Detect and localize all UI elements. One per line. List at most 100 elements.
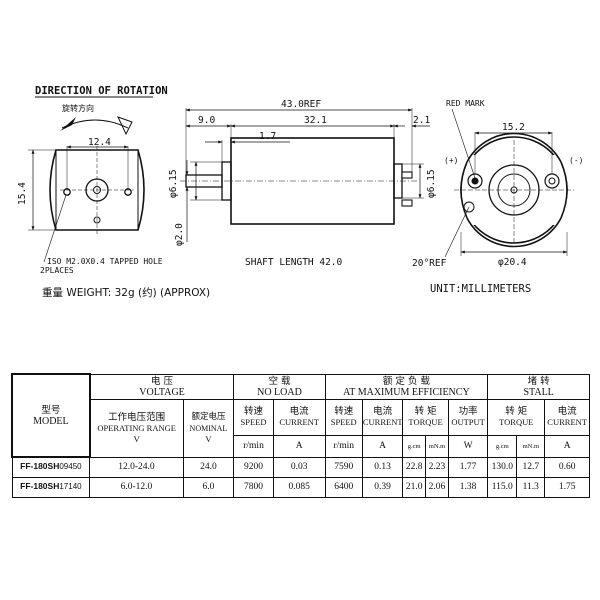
me-torque-mn-unit: mN.m <box>425 434 449 458</box>
terminal-dim: 2.1 <box>413 115 430 126</box>
me-speed-unit: r/min <box>324 434 363 458</box>
front-width-dim: 12.4 <box>88 137 111 148</box>
st-torque-mn-cell: 12.7 <box>516 456 546 478</box>
minus-label: (-) <box>569 156 583 165</box>
nl-current-header-cn: 电流 <box>289 406 309 417</box>
nl-current-header-en: CURRENT <box>279 417 319 427</box>
me-power-unit: W <box>447 434 489 458</box>
me-power-header-cn: 功率 <box>458 406 478 417</box>
nl-speed-header-cn: 转速 <box>244 406 264 417</box>
st-current-header: 电流 CURRENT <box>544 398 590 436</box>
st-current-header-en: CURRENT <box>547 417 587 427</box>
efficiency-header-cn: 额 定 负 载 <box>382 375 430 387</box>
voltage-header-en: VOLTAGE <box>139 386 185 398</box>
op-range-cell: 12.0-24.0 <box>89 456 184 478</box>
stall-header-cn: 堵 转 <box>527 375 550 387</box>
noload-header-en: NO LOAD <box>257 386 302 398</box>
st-torque-g-cell: 115.0 <box>487 476 518 498</box>
st-current-cell: 0.60 <box>544 456 590 478</box>
tapped-hole-note: ISO M2.0X0.4 TAPPED HOLE <box>47 257 163 266</box>
stall-header-en: STALL <box>523 386 554 398</box>
op-range-cell: 6.0-12.0 <box>89 476 184 498</box>
rear-diameter-dim: φ20.4 <box>498 257 527 268</box>
motor-drawing: DIRECTION OF ROTATION 旋转方向 12.4 15.4 ISO… <box>17 85 583 299</box>
me-speed-cell: 7590 <box>324 456 363 478</box>
model-cell: FF-180SH09450 <box>11 456 91 478</box>
efficiency-header: 额 定 负 载 AT MAXIMUM EFFICIENCY <box>324 373 489 400</box>
st-torque-g-cell: 130.0 <box>487 456 518 478</box>
st-current-cell: 1.75 <box>544 476 590 498</box>
me-speed-header-en: SPEED <box>330 417 357 427</box>
model-suffix: 17140 <box>59 482 82 491</box>
nl-current-cell: 0.03 <box>272 456 326 478</box>
st-torque-mn-cell: 11.3 <box>516 476 546 498</box>
nominal-header-en: NOMINAL <box>189 423 228 433</box>
nominal-header-cn: 额定电压 <box>191 411 226 422</box>
op-range-unit: V <box>133 433 140 444</box>
red-mark-label: RED MARK <box>446 99 485 108</box>
model-header-en: MODEL <box>33 415 69 427</box>
front-height-dim: 15.4 <box>17 182 28 205</box>
me-current-cell: 0.13 <box>361 456 404 478</box>
model-name: FF-180SH <box>20 481 60 491</box>
me-current-unit: A <box>361 434 404 458</box>
me-power-header: 功率 OUTPUT <box>447 398 489 436</box>
model-header: 型号 MODEL <box>11 373 91 458</box>
spec-table: 型号 MODEL 电 压 VOLTAGE 空 载 NO LOAD 额 定 负 载… <box>11 373 590 498</box>
side-view <box>180 108 430 242</box>
rotation-title-cn: 旋转方向 <box>62 103 94 113</box>
st-current-unit: A <box>544 434 590 458</box>
rotation-arrow-left-icon <box>60 117 76 131</box>
me-torque-mn-cell: 2.06 <box>425 476 449 498</box>
me-speed-header: 转速 SPEED <box>324 398 363 436</box>
me-torque-header-cn: 转 矩 <box>414 406 437 417</box>
nl-speed-unit: r/min <box>233 434 274 458</box>
terminal-top <box>401 171 413 179</box>
me-torque-g-cell: 21.0 <box>402 476 427 498</box>
units-note: UNIT:MILLIMETERS <box>430 283 531 295</box>
shaft-diameter-dim: φ2.0 <box>174 223 185 246</box>
noload-header-cn: 空 载 <box>268 375 291 387</box>
me-torque-g-cell: 22.8 <box>402 456 427 478</box>
front-view <box>28 145 145 263</box>
op-range-header-en: OPERATING RANGE <box>97 422 176 433</box>
overall-length-dim: 43.0REF <box>281 99 321 110</box>
bearing-diameter-dim: φ6.15 <box>426 169 437 198</box>
me-torque-header: 转 矩 TORQUE <box>402 398 449 436</box>
op-range-header: 工作电压范围 OPERATING RANGE V <box>89 398 184 458</box>
nl-current-header: 电流 CURRENT <box>272 398 326 436</box>
efficiency-header-en: AT MAXIMUM EFFICIENCY <box>343 386 470 398</box>
table-row: FF-180SH17140 6.0-12.0 6.0 7800 0.085 64… <box>11 476 590 498</box>
me-torque-g-unit: g.cm <box>402 434 427 458</box>
nl-current-cell: 0.085 <box>272 476 326 498</box>
plus-label: (+) <box>444 156 458 165</box>
boss-diameter-dim: φ6.15 <box>168 169 179 198</box>
me-speed-header-cn: 转速 <box>334 406 354 417</box>
me-current-header: 电流 CURRENT <box>361 398 404 436</box>
me-speed-cell: 6400 <box>324 476 363 498</box>
nominal-cell: 6.0 <box>182 476 235 498</box>
body-length-dim: 32.1 <box>304 115 327 126</box>
model-cell: FF-180SH17140 <box>11 476 91 498</box>
st-torque-mn-unit: mN.m <box>516 434 546 458</box>
me-current-header-en: CURRENT <box>362 417 403 427</box>
me-current-cell: 0.39 <box>361 476 404 498</box>
nominal-unit: V <box>205 433 212 444</box>
table-row: FF-180SH09450 12.0-24.0 24.0 9200 0.03 7… <box>11 456 590 478</box>
noload-header: 空 载 NO LOAD <box>233 373 326 400</box>
shaft-length-note: SHAFT LENGTH 42.0 <box>245 257 343 268</box>
me-power-cell: 1.77 <box>447 456 489 478</box>
op-range-header-cn: 工作电压范围 <box>108 411 166 423</box>
red-mark-dot <box>471 177 479 185</box>
nl-speed-cell: 9200 <box>233 456 274 478</box>
rear-view <box>444 108 574 258</box>
st-torque-g-unit: g.cm <box>487 434 518 458</box>
me-torque-mn-cell: 2.23 <box>425 456 449 478</box>
nl-current-unit: A <box>272 434 326 458</box>
nl-speed-header-en: SPEED <box>240 417 267 427</box>
voltage-header-cn: 电 压 <box>151 375 174 387</box>
me-current-header-cn: 电流 <box>373 406 393 417</box>
stall-header: 堵 转 STALL <box>487 373 590 400</box>
nl-speed-cell: 7800 <box>233 476 274 498</box>
nominal-header: 额定电压 NOMINAL V <box>182 398 235 458</box>
